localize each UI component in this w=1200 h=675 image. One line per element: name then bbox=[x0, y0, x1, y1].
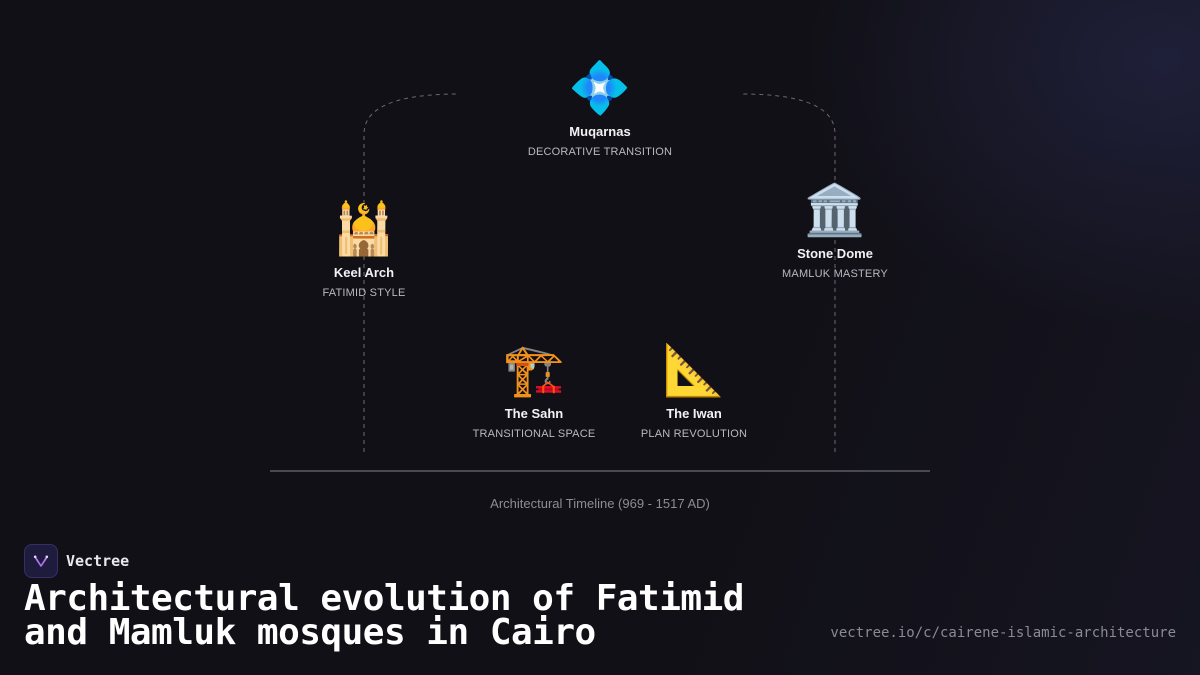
node-subtitle: PLAN REVOLUTION bbox=[640, 428, 748, 440]
mosque-icon: 🕌 bbox=[332, 200, 396, 258]
triangular-ruler-icon: 📐 bbox=[662, 341, 726, 399]
brand-name: Vectree bbox=[66, 552, 130, 570]
node-subtitle: MAMLUK MASTERY bbox=[782, 268, 888, 280]
node-keel-arch: 🕌 Keel Arch FATIMID STYLE bbox=[254, 199, 474, 299]
node-subtitle: TRANSITIONAL SPACE bbox=[472, 428, 596, 440]
node-title: Muqarnas bbox=[569, 124, 631, 139]
node-title: Stone Dome bbox=[797, 246, 873, 261]
node-sahn: 🏗️ The Sahn TRANSITIONAL SPACE bbox=[424, 340, 644, 440]
classical-building-icon: 🏛️ bbox=[803, 181, 867, 239]
timeline-axis bbox=[270, 470, 930, 472]
diamond-shape-icon: 💠 bbox=[568, 59, 632, 117]
node-subtitle: DECORATIVE TRANSITION bbox=[527, 146, 673, 158]
node-muqarnas: 💠 Muqarnas DECORATIVE TRANSITION bbox=[490, 58, 710, 158]
node-title: Keel Arch bbox=[333, 265, 395, 280]
page-title: Architectural evolution of Fatimid and M… bbox=[24, 578, 744, 653]
timeline-label: Architectural Timeline (969 - 1517 AD) bbox=[490, 496, 710, 511]
node-subtitle: FATIMID STYLE bbox=[322, 287, 406, 299]
node-iwan: 📐 The Iwan PLAN REVOLUTION bbox=[584, 340, 804, 440]
node-title: The Sahn bbox=[504, 406, 564, 421]
node-title: The Iwan bbox=[666, 406, 722, 421]
node-stone-dome: 🏛️ Stone Dome MAMLUK MASTERY bbox=[725, 180, 945, 280]
source-url-link[interactable]: vectree.io/c/cairene-islamic-architectur… bbox=[830, 625, 1176, 641]
brand[interactable]: Vectree bbox=[24, 544, 129, 578]
construction-crane-icon: 🏗️ bbox=[502, 341, 566, 399]
vectree-logo-icon bbox=[24, 544, 58, 578]
